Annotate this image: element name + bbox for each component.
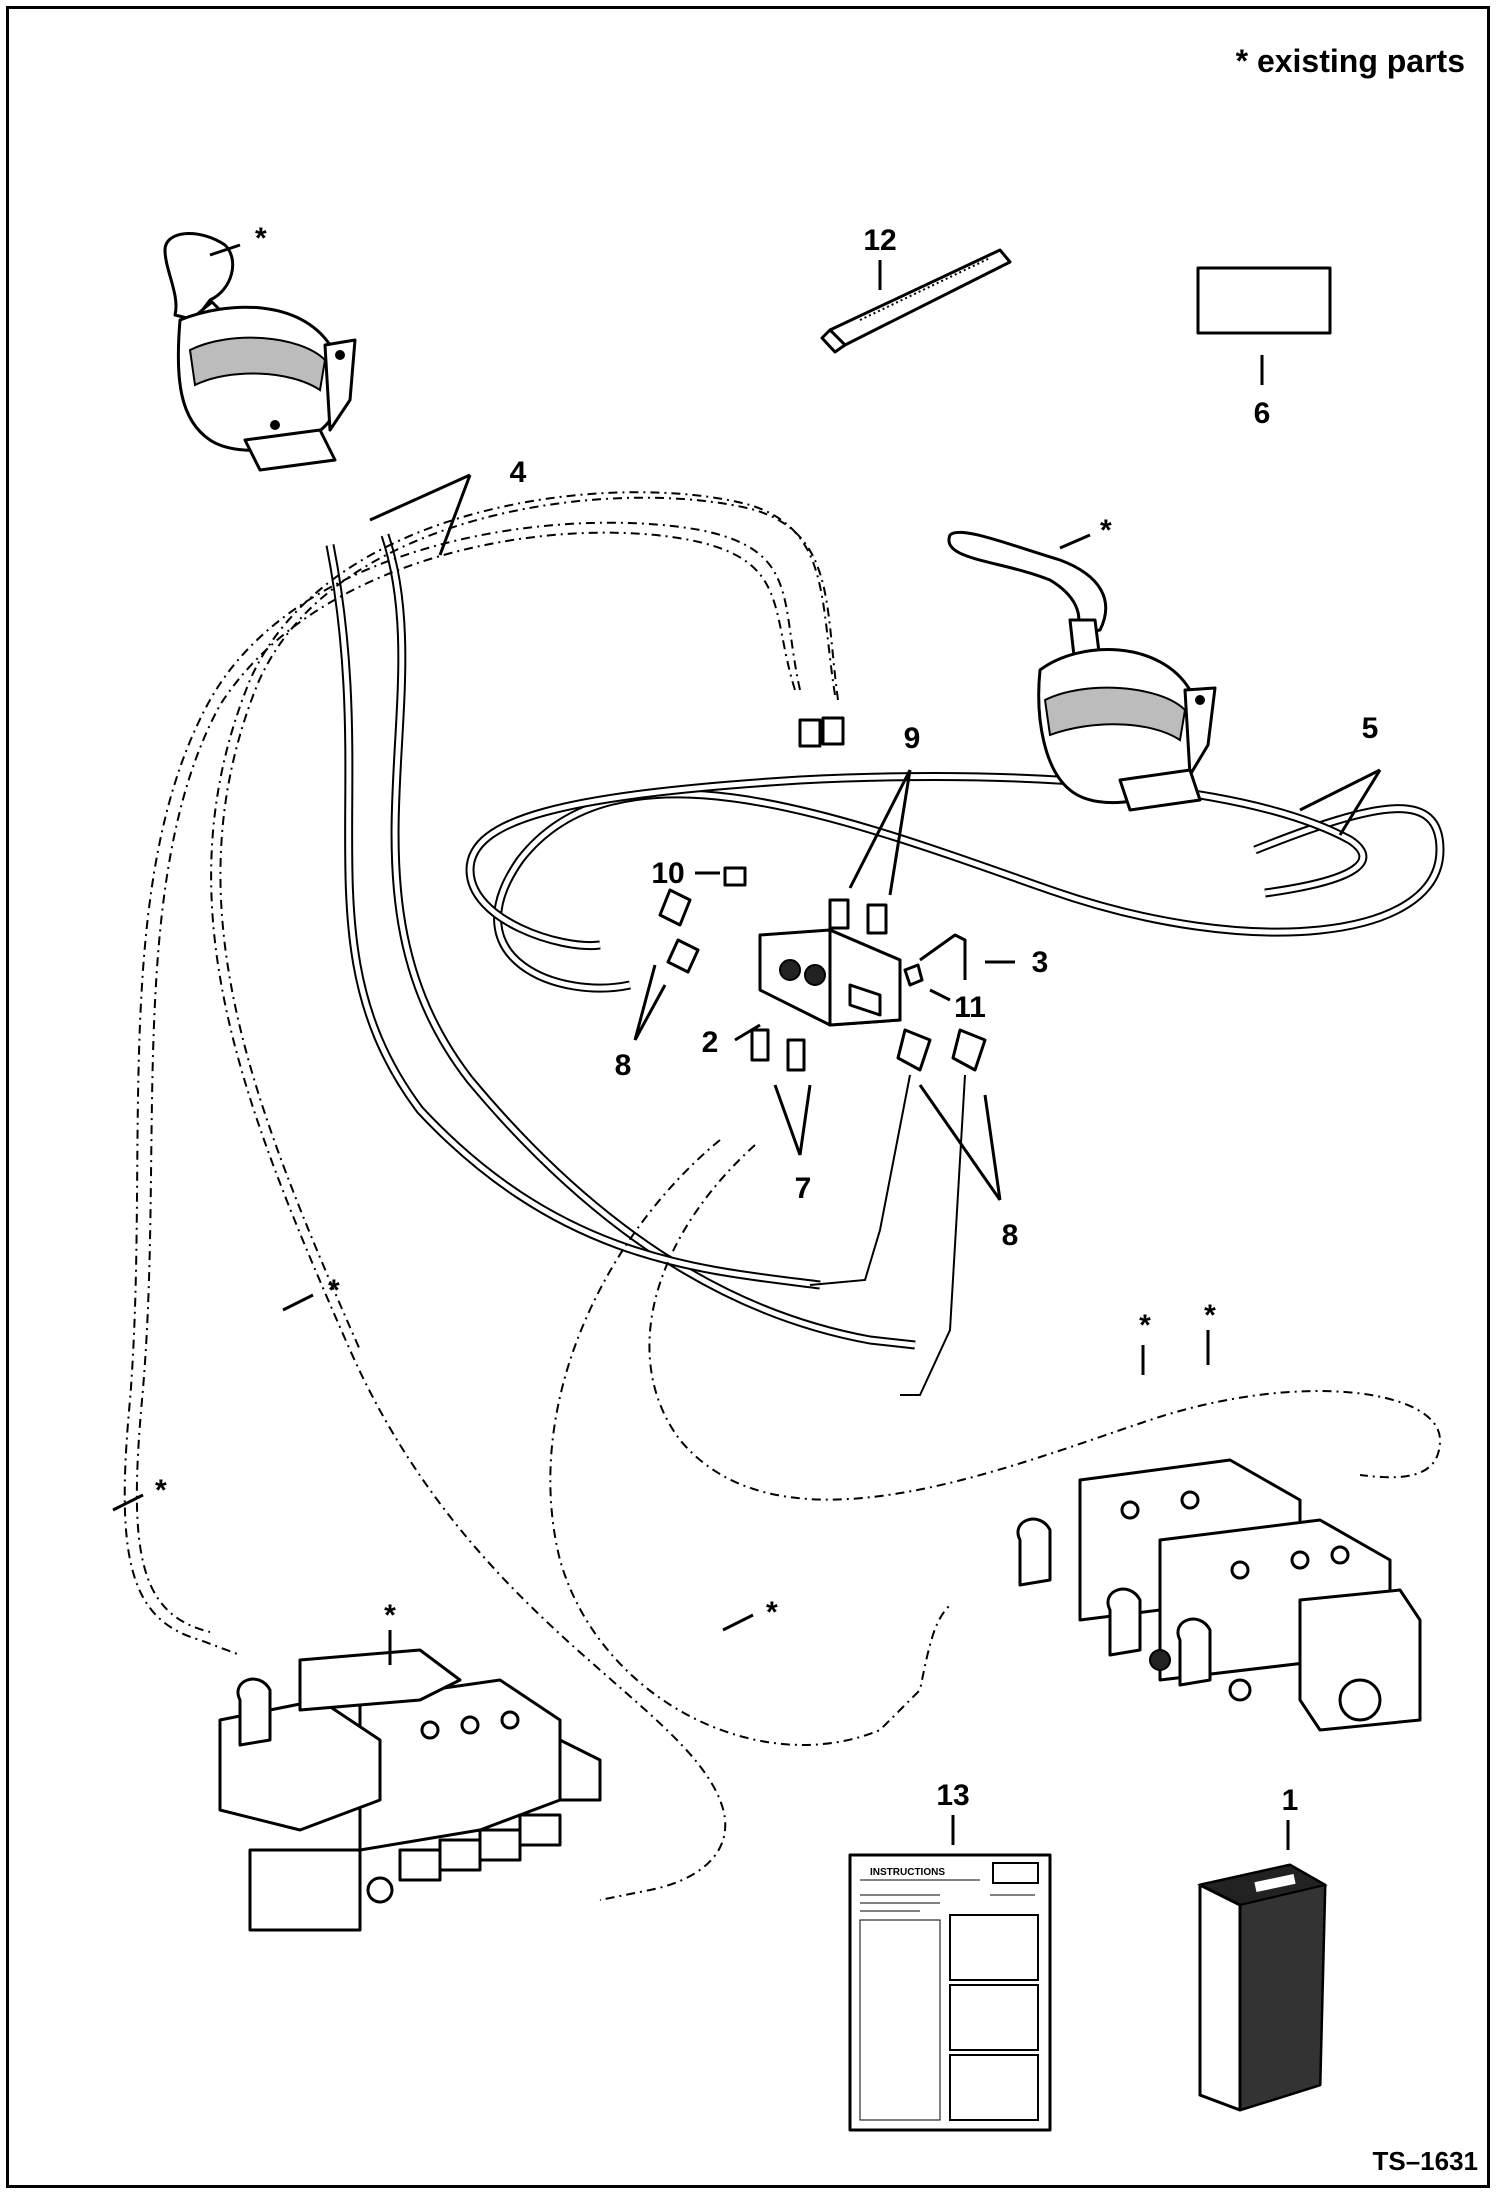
leader-hose-c [722, 1613, 754, 1632]
callout-8-right: 8 [1002, 1219, 1019, 1252]
callout-11: 11 [954, 991, 986, 1024]
leader-8-left [633, 964, 667, 1041]
leader-2 [734, 1023, 761, 1042]
joystick-left-asterisk: * [255, 222, 267, 255]
operator-manual-box [1197, 1863, 1328, 2112]
leader-8-right [918, 1084, 1002, 1201]
tube-right-a [809, 1074, 911, 1286]
drawing-id: TS–1631 [1372, 2146, 1478, 2176]
callout-4: 4 [510, 456, 527, 489]
leader-5 [1299, 768, 1382, 836]
fittings-8-right [896, 1028, 987, 1072]
elbow-fitting-3 [919, 933, 967, 980]
callout-13: 13 [936, 1779, 969, 1812]
leader-hose-a [282, 1293, 314, 1312]
hose-d-asterisk: * [1139, 1309, 1151, 1342]
leader-joystick-left [209, 243, 241, 257]
hoses-existing [123, 491, 1442, 1901]
leader-7 [773, 1084, 812, 1156]
tube-right-b [900, 1074, 966, 1396]
callout-1: 1 [1282, 1784, 1299, 1817]
instruction-sheet-header: INSTRUCTIONS [870, 1867, 945, 1878]
callout-6: 6 [1254, 397, 1271, 430]
callout-5: 5 [1362, 712, 1379, 745]
joystick-left [163, 232, 357, 472]
callout-3: 3 [1032, 946, 1049, 979]
decal [1196, 266, 1332, 335]
manifold-block [758, 928, 902, 1027]
control-valve-right [1016, 1458, 1422, 1732]
callout-10: 10 [651, 857, 684, 890]
leader-4 [369, 473, 472, 556]
control-valve-left [218, 1648, 602, 1932]
joystick-right-asterisk: * [1100, 514, 1112, 547]
joystick-right [947, 530, 1217, 812]
plug-10 [723, 866, 747, 887]
hose-a-asterisk: * [328, 1274, 340, 1307]
callout-8-left: 8 [615, 1049, 632, 1082]
callout-7: 7 [795, 1172, 812, 1205]
fitting-11 [903, 963, 924, 987]
valve-right-asterisk: * [1204, 1299, 1216, 1332]
hoses-solid [325, 533, 1445, 1350]
valve-left-asterisk: * [384, 1599, 396, 1632]
fittings-8-left [658, 888, 700, 974]
hose-c-asterisk: * [766, 1596, 778, 1629]
fittings-9 [798, 716, 888, 935]
callout-12: 12 [863, 224, 896, 257]
leader-joystick-right [1059, 533, 1091, 550]
cable-tie [820, 248, 1012, 354]
fittings-7 [750, 1028, 806, 1072]
callout-2: 2 [702, 1026, 719, 1059]
leader-9 [848, 769, 912, 896]
existing-parts-note: * existing parts [1236, 43, 1465, 79]
instruction-sheet: INSTRUCTIONS [848, 1853, 1052, 2132]
hose-b-asterisk: * [155, 1474, 167, 1507]
leader-11 [929, 988, 951, 1002]
callout-9: 9 [904, 722, 921, 755]
leader-hose-b [112, 1493, 144, 1512]
